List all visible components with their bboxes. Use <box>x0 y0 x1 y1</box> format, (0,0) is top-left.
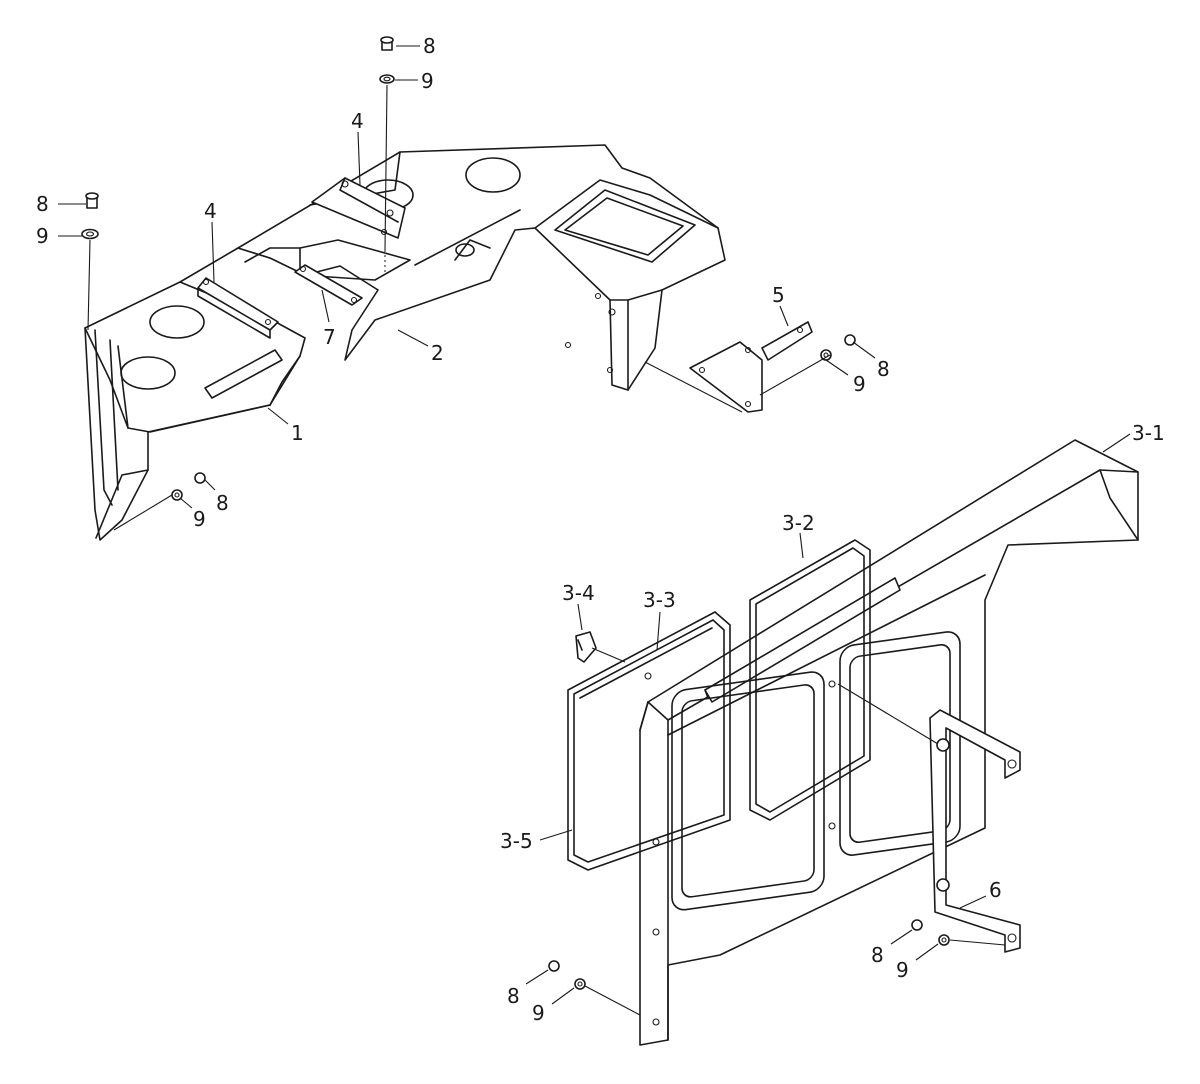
label-9-bottom: 9 <box>532 1001 545 1025</box>
part-3-4-latch <box>575 631 597 663</box>
label-1: 1 <box>291 421 304 445</box>
label-9-right: 9 <box>853 372 866 396</box>
label-9-lower-left: 9 <box>193 507 206 531</box>
part-labels: 8 9 4 8 9 4 7 2 1 5 8 9 8 9 3-1 3-2 3-3 … <box>36 34 1165 1025</box>
leader-lines <box>58 45 1131 1016</box>
label-8-top: 8 <box>423 34 436 58</box>
label-8-left: 8 <box>36 192 49 216</box>
label-3-2: 3-2 <box>782 511 815 535</box>
label-8-bottom: 8 <box>507 984 520 1008</box>
label-8-right: 8 <box>877 357 890 381</box>
label-8-lower-left: 8 <box>216 491 229 515</box>
label-9-lower-right: 9 <box>896 958 909 982</box>
label-9-top: 9 <box>421 69 434 93</box>
part-3-3-glass <box>567 611 731 871</box>
label-3-3: 3-3 <box>643 588 676 612</box>
label-2: 2 <box>431 341 444 365</box>
part-3-1-rear-panel <box>639 439 1139 1046</box>
label-9-left: 9 <box>36 224 49 248</box>
part-7-plate <box>294 264 363 306</box>
label-3-5: 3-5 <box>500 829 533 853</box>
part-5-bracket <box>689 321 813 413</box>
part-1-left-fender <box>84 247 306 541</box>
label-5: 5 <box>772 283 785 307</box>
label-8-lower-right: 8 <box>871 943 884 967</box>
part-6-bracket <box>929 709 1021 953</box>
label-3-1: 3-1 <box>1132 421 1165 445</box>
part-2-top-fender <box>237 144 726 391</box>
part-3-2-glass <box>749 539 871 821</box>
fasteners <box>81 36 950 990</box>
label-3-4: 3-4 <box>562 581 595 605</box>
part-4-bracket-b <box>197 277 279 339</box>
label-6: 6 <box>989 878 1002 902</box>
part-4-bracket-a <box>311 177 406 239</box>
label-7: 7 <box>323 325 336 349</box>
label-4-upper: 4 <box>351 109 364 133</box>
label-4-lower: 4 <box>204 199 217 223</box>
